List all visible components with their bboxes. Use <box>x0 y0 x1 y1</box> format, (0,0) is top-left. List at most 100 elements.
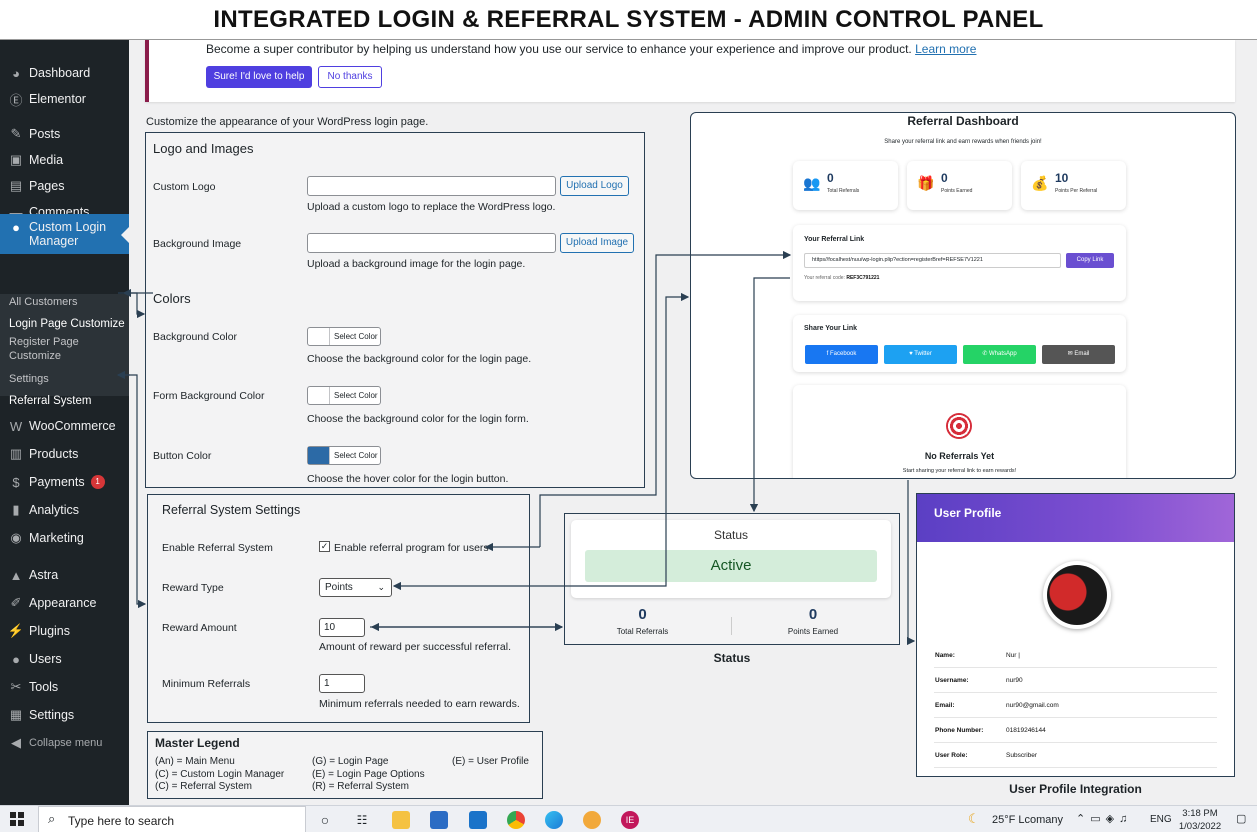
analytics-icon: ▮ <box>12 502 20 517</box>
file-explorer-icon[interactable] <box>392 811 410 829</box>
language-indicator[interactable]: ENG <box>1150 814 1172 825</box>
widgets-icon[interactable]: ☷ <box>356 813 368 827</box>
sidebar-item-plugins[interactable]: ⚡Plugins <box>0 618 129 644</box>
stat-label: Points Earned <box>941 188 973 194</box>
users-icon: ● <box>12 651 20 667</box>
share-link-heading: Share Your Link <box>804 325 858 332</box>
referral-link-field[interactable]: htitps//focalhest/nuu/wp-login.plip?ecti… <box>804 253 1061 268</box>
enable-referral-checkbox-label: Enable referral program for users <box>334 542 489 554</box>
chrome-icon[interactable] <box>507 811 525 829</box>
sidebar-item-posts[interactable]: ✎Posts <box>0 121 129 147</box>
profile-row: User Role:Subscriber <box>934 743 1217 768</box>
clock-time[interactable]: 3:18 PM <box>1182 808 1218 819</box>
edge-icon[interactable] <box>545 811 563 829</box>
status-panel: Status Active 0 Total Referrals 0 Points… <box>564 513 900 645</box>
referral-link-card: Your Referral Link htitps//focalhest/nuu… <box>793 225 1126 301</box>
sidebar-item-collapse-menu[interactable]: ◀Collapse menu <box>0 730 129 756</box>
submenu-register-page-customize[interactable]: Register Page Customize <box>9 336 79 362</box>
upload-logo-button[interactable]: Upload Logo <box>560 176 629 196</box>
profile-row: Phone Number:01819246144 <box>934 718 1217 743</box>
submenu-referral-system[interactable]: Referral System <box>9 395 92 407</box>
share-facebook-button[interactable]: f Facebook <box>805 345 878 364</box>
background-color-label: Background Color <box>153 331 238 343</box>
sidebar-item-pages[interactable]: ▤Pages <box>0 173 129 199</box>
profile-row: Name:Nur | <box>934 643 1217 668</box>
windows-start-icon[interactable] <box>10 812 24 826</box>
sidebar-item-label: Astra <box>29 568 59 582</box>
referral-settings-panel: Referral System Settings Enable Referral… <box>147 494 530 723</box>
stats-divider <box>731 617 732 635</box>
legend-item: (E) = Login Page Options <box>312 769 425 780</box>
profile-row: Email:nur90@gmail.com <box>934 693 1217 718</box>
submenu-login-page-customize[interactable]: Login Page Customize <box>9 318 125 330</box>
money-bag-icon: 💰 <box>1031 175 1049 191</box>
status-heading: Status <box>713 528 749 542</box>
background-image-input[interactable] <box>307 233 556 253</box>
background-color-picker[interactable]: Select Color <box>307 327 381 346</box>
store-icon[interactable] <box>430 811 448 829</box>
share-twitter-button[interactable]: ♥ Twitter <box>884 345 957 364</box>
empty-referrals-text: Start sharing your referral link to earn… <box>902 468 1017 474</box>
custom-logo-input[interactable] <box>307 176 556 196</box>
background-color-help: Choose the background color for the logi… <box>307 353 532 365</box>
sidebar-item-products[interactable]: ▥Products <box>0 441 129 467</box>
reward-type-select[interactable]: Points⌄ <box>319 578 392 597</box>
copy-link-button[interactable]: Copy Link <box>1066 253 1114 268</box>
app-icon[interactable] <box>583 811 601 829</box>
sidebar-item-dashboard[interactable]: ◕Dashboard <box>0 60 129 86</box>
clock-date[interactable]: 1/03/2022 <box>1178 821 1222 832</box>
tray-icons[interactable]: ⌃▭◈♫ <box>1076 813 1133 825</box>
sidebar-item-label: Media <box>29 153 64 167</box>
form-background-picker[interactable]: Select Color <box>307 386 381 405</box>
status-active-badge: Active <box>585 550 877 582</box>
user-profile-heading: User Profile <box>934 506 1002 520</box>
master-legend: Master Legend (An) = Main Menu (C) = Cus… <box>147 731 543 799</box>
upload-image-button[interactable]: Upload Image <box>560 233 634 253</box>
referral-dashboard: Referral Dashboard Share your referral l… <box>690 112 1236 479</box>
sidebar-item-custom-login-manager[interactable]: ● Custom Login Manager <box>0 214 129 254</box>
reward-amount-label: Reward Amount <box>162 622 237 634</box>
sidebar-item-tools[interactable]: ✂Tools <box>0 674 129 700</box>
sidebar-item-astra[interactable]: ▲Astra <box>0 562 129 588</box>
share-email-button[interactable]: ✉ Email <box>1042 345 1115 364</box>
sidebar-item-label: Custom Login Manager <box>29 220 107 248</box>
dashboard-icon: ◕ <box>12 65 20 81</box>
sidebar-item-marketing[interactable]: ◉Marketing <box>0 525 129 551</box>
sidebar-item-label: Tools <box>29 680 59 694</box>
sidebar-item-users[interactable]: ●Users <box>0 646 129 672</box>
reward-type-label: Reward Type <box>162 582 224 594</box>
referral-dashboard-subtitle: Share your referral link and earn reward… <box>884 139 1042 145</box>
user-icon: ● <box>12 220 20 235</box>
background-image-help: Upload a background image for the login … <box>307 258 526 270</box>
taskbar-search-input[interactable]: ⌕ Type here to search <box>38 806 306 832</box>
button-color-picker[interactable]: Select Color <box>307 446 381 465</box>
button-color-label: Button Color <box>153 450 212 462</box>
min-referrals-input[interactable]: 1 <box>319 674 365 693</box>
elementor-taskbar-icon[interactable]: IE <box>621 811 639 829</box>
reward-amount-input[interactable]: 10 <box>319 618 365 637</box>
legend-item: (E) = User Profile <box>452 756 529 767</box>
legend-item: (C) = Custom Login Manager <box>155 769 285 780</box>
task-view-icon[interactable]: ○ <box>320 812 330 828</box>
enable-referral-checkbox[interactable]: ✓ <box>319 541 330 552</box>
marketing-icon: ◉ <box>10 530 22 545</box>
submenu-all-customers[interactable]: All Customers <box>9 296 78 308</box>
sidebar-item-settings[interactable]: ▦Settings <box>0 702 129 728</box>
sidebar-item-analytics[interactable]: ▮Analytics <box>0 497 129 523</box>
target-icon <box>946 413 972 439</box>
sidebar-item-media[interactable]: ▣Media <box>0 147 129 173</box>
share-whatsapp-button[interactable]: ✆ WhatsApp <box>963 345 1036 364</box>
learn-more-link[interactable]: Learn more <box>915 42 977 56</box>
submenu-settings[interactable]: Settings <box>9 373 49 385</box>
accept-help-button[interactable]: Sure! I'd love to help <box>206 66 312 88</box>
notifications-icon[interactable]: ▢ <box>1236 813 1247 825</box>
profile-field-value: nur90 <box>1006 677 1023 684</box>
mail-icon[interactable] <box>469 811 487 829</box>
profile-field-label: Email: <box>935 702 955 709</box>
sidebar-item-appearance[interactable]: ✐Appearance <box>0 590 129 616</box>
no-thanks-button[interactable]: No thanks <box>318 66 382 88</box>
